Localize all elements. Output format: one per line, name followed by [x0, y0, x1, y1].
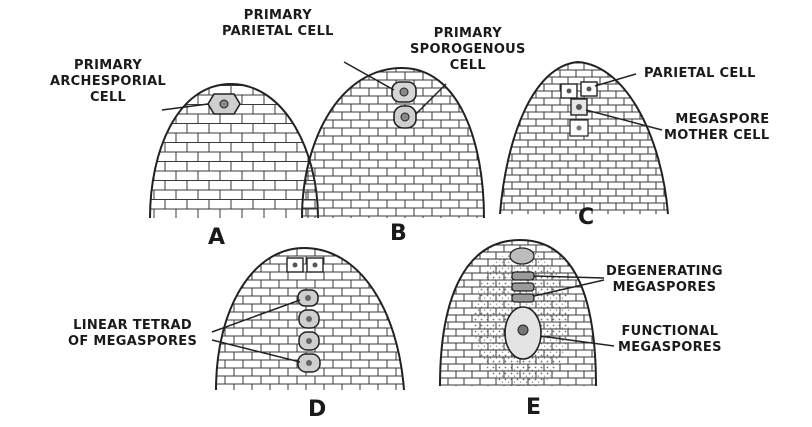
parietal-nucleus-d-left — [293, 263, 298, 268]
functional-megaspore-nucleus — [518, 325, 528, 335]
panel-letter-c: C — [578, 206, 594, 230]
archesporial-nucleus — [220, 100, 228, 108]
panel-b — [290, 60, 490, 230]
nucellus-tissue-b — [290, 60, 490, 230]
label-line: SPOROGENOUS — [410, 42, 526, 58]
panel-letter-a: A — [208, 226, 225, 250]
parietal-remnant-e — [510, 248, 534, 264]
panel-d — [210, 240, 410, 400]
nucellar-nucleus-c — [577, 126, 582, 131]
degenerating-megaspore-2 — [512, 283, 534, 291]
megaspore-1-nucleus — [305, 295, 311, 301]
label-line: OF MEGASPORES — [68, 334, 197, 350]
panel-letter-b: B — [390, 222, 407, 246]
mother-cell-nucleus — [576, 104, 582, 110]
parietal-nucleus — [400, 88, 408, 96]
label-line: MEGASPORE — [664, 112, 769, 128]
label-line: ARCHESPORIAL — [50, 74, 166, 90]
label-degenerating-megaspores: DEGENERATING MEGASPORES — [606, 264, 723, 296]
label-linear-tetrad: LINEAR TETRAD OF MEGASPORES — [68, 318, 197, 350]
label-line: MEGASPORES — [618, 340, 722, 356]
degenerating-megaspore-1 — [512, 272, 534, 280]
label-primary-sporogenous-cell: PRIMARY SPOROGENOUS CELL — [410, 26, 526, 74]
label-line: PARIETAL CELL — [222, 24, 334, 40]
parietal-nucleus-d-right — [313, 263, 318, 268]
label-line: PRIMARY — [50, 58, 166, 74]
label-line: CELL — [410, 58, 526, 74]
label-line: CELL — [50, 90, 166, 106]
megaspore-4-nucleus — [306, 360, 312, 366]
label-primary-parietal-cell: PRIMARY PARIETAL CELL — [222, 8, 334, 40]
parietal-nucleus-left — [567, 89, 572, 94]
megaspore-2-nucleus — [306, 316, 312, 322]
label-functional-megaspores: FUNCTIONAL MEGASPORES — [618, 324, 722, 356]
label-line: PRIMARY — [410, 26, 526, 42]
label-primary-archesporial-cell: PRIMARY ARCHESPORIAL CELL — [50, 58, 166, 106]
label-line: MOTHER CELL — [664, 128, 769, 144]
panel-letter-e: E — [526, 396, 541, 420]
label-parietal-cell: PARIETAL CELL — [644, 66, 756, 82]
sporogenous-nucleus — [401, 113, 409, 121]
label-line: PRIMARY — [222, 8, 334, 24]
panel-letter-d: D — [308, 398, 326, 422]
label-line: MEGASPORES — [606, 280, 723, 296]
panel-e — [434, 234, 614, 394]
label-line: PARIETAL CELL — [644, 66, 756, 82]
label-megaspore-mother-cell: MEGASPORE MOTHER CELL — [664, 112, 769, 144]
label-line: DEGENERATING — [606, 264, 723, 280]
label-line: LINEAR TETRAD — [68, 318, 197, 334]
megaspore-3-nucleus — [306, 338, 312, 344]
parietal-nucleus-right — [587, 87, 592, 92]
degenerating-megaspore-3 — [512, 294, 534, 302]
label-line: FUNCTIONAL — [618, 324, 722, 340]
